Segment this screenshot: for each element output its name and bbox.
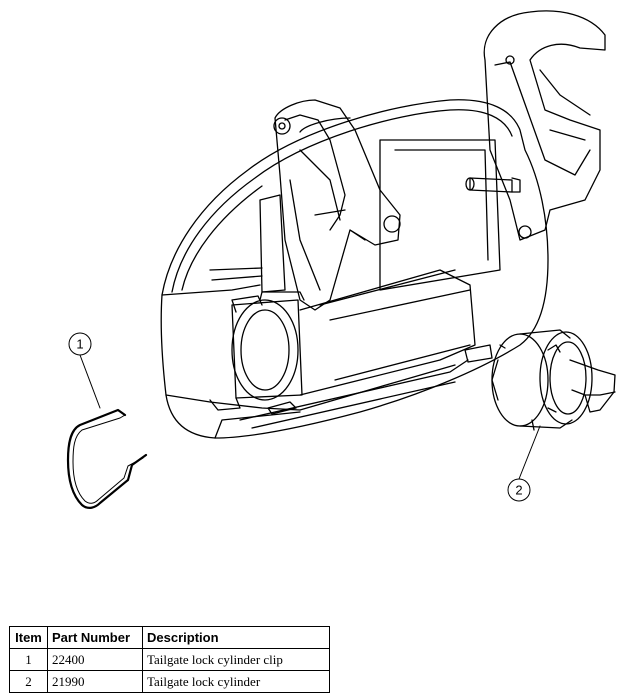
tailgate-lock-cylinder [491, 329, 616, 431]
callout-1: 1 [68, 332, 101, 409]
callout-2: 2 [507, 425, 541, 502]
exploded-diagram: 1 2 [66, 10, 616, 509]
column-header-item: Item [9, 626, 48, 649]
callout-2-label: 2 [515, 483, 522, 498]
handle-lever-arm [273, 99, 401, 311]
table-row: 1 22400 Tailgate lock cylinder clip [9, 648, 330, 671]
row-part-number: 21990 [47, 670, 143, 693]
latch-hook-arm [483, 10, 606, 241]
column-header-part-number: Part Number [47, 626, 143, 649]
table-header-row: Item Part Number Description [9, 626, 330, 649]
actuator-pin [465, 177, 521, 193]
tailgate-lock-cylinder-clip [66, 408, 148, 509]
row-description: Tailgate lock cylinder [142, 670, 330, 693]
column-header-description: Description [142, 626, 330, 649]
row-description: Tailgate lock cylinder clip [142, 648, 330, 671]
parts-table: Item Part Number Description 1 22400 Tai… [9, 626, 330, 693]
tailgate-handle-housing [160, 99, 549, 439]
callout-1-label: 1 [76, 337, 83, 352]
row-item: 2 [9, 670, 48, 693]
table-row: 2 21990 Tailgate lock cylinder [9, 670, 330, 693]
row-part-number: 22400 [47, 648, 143, 671]
row-item: 1 [9, 648, 48, 671]
